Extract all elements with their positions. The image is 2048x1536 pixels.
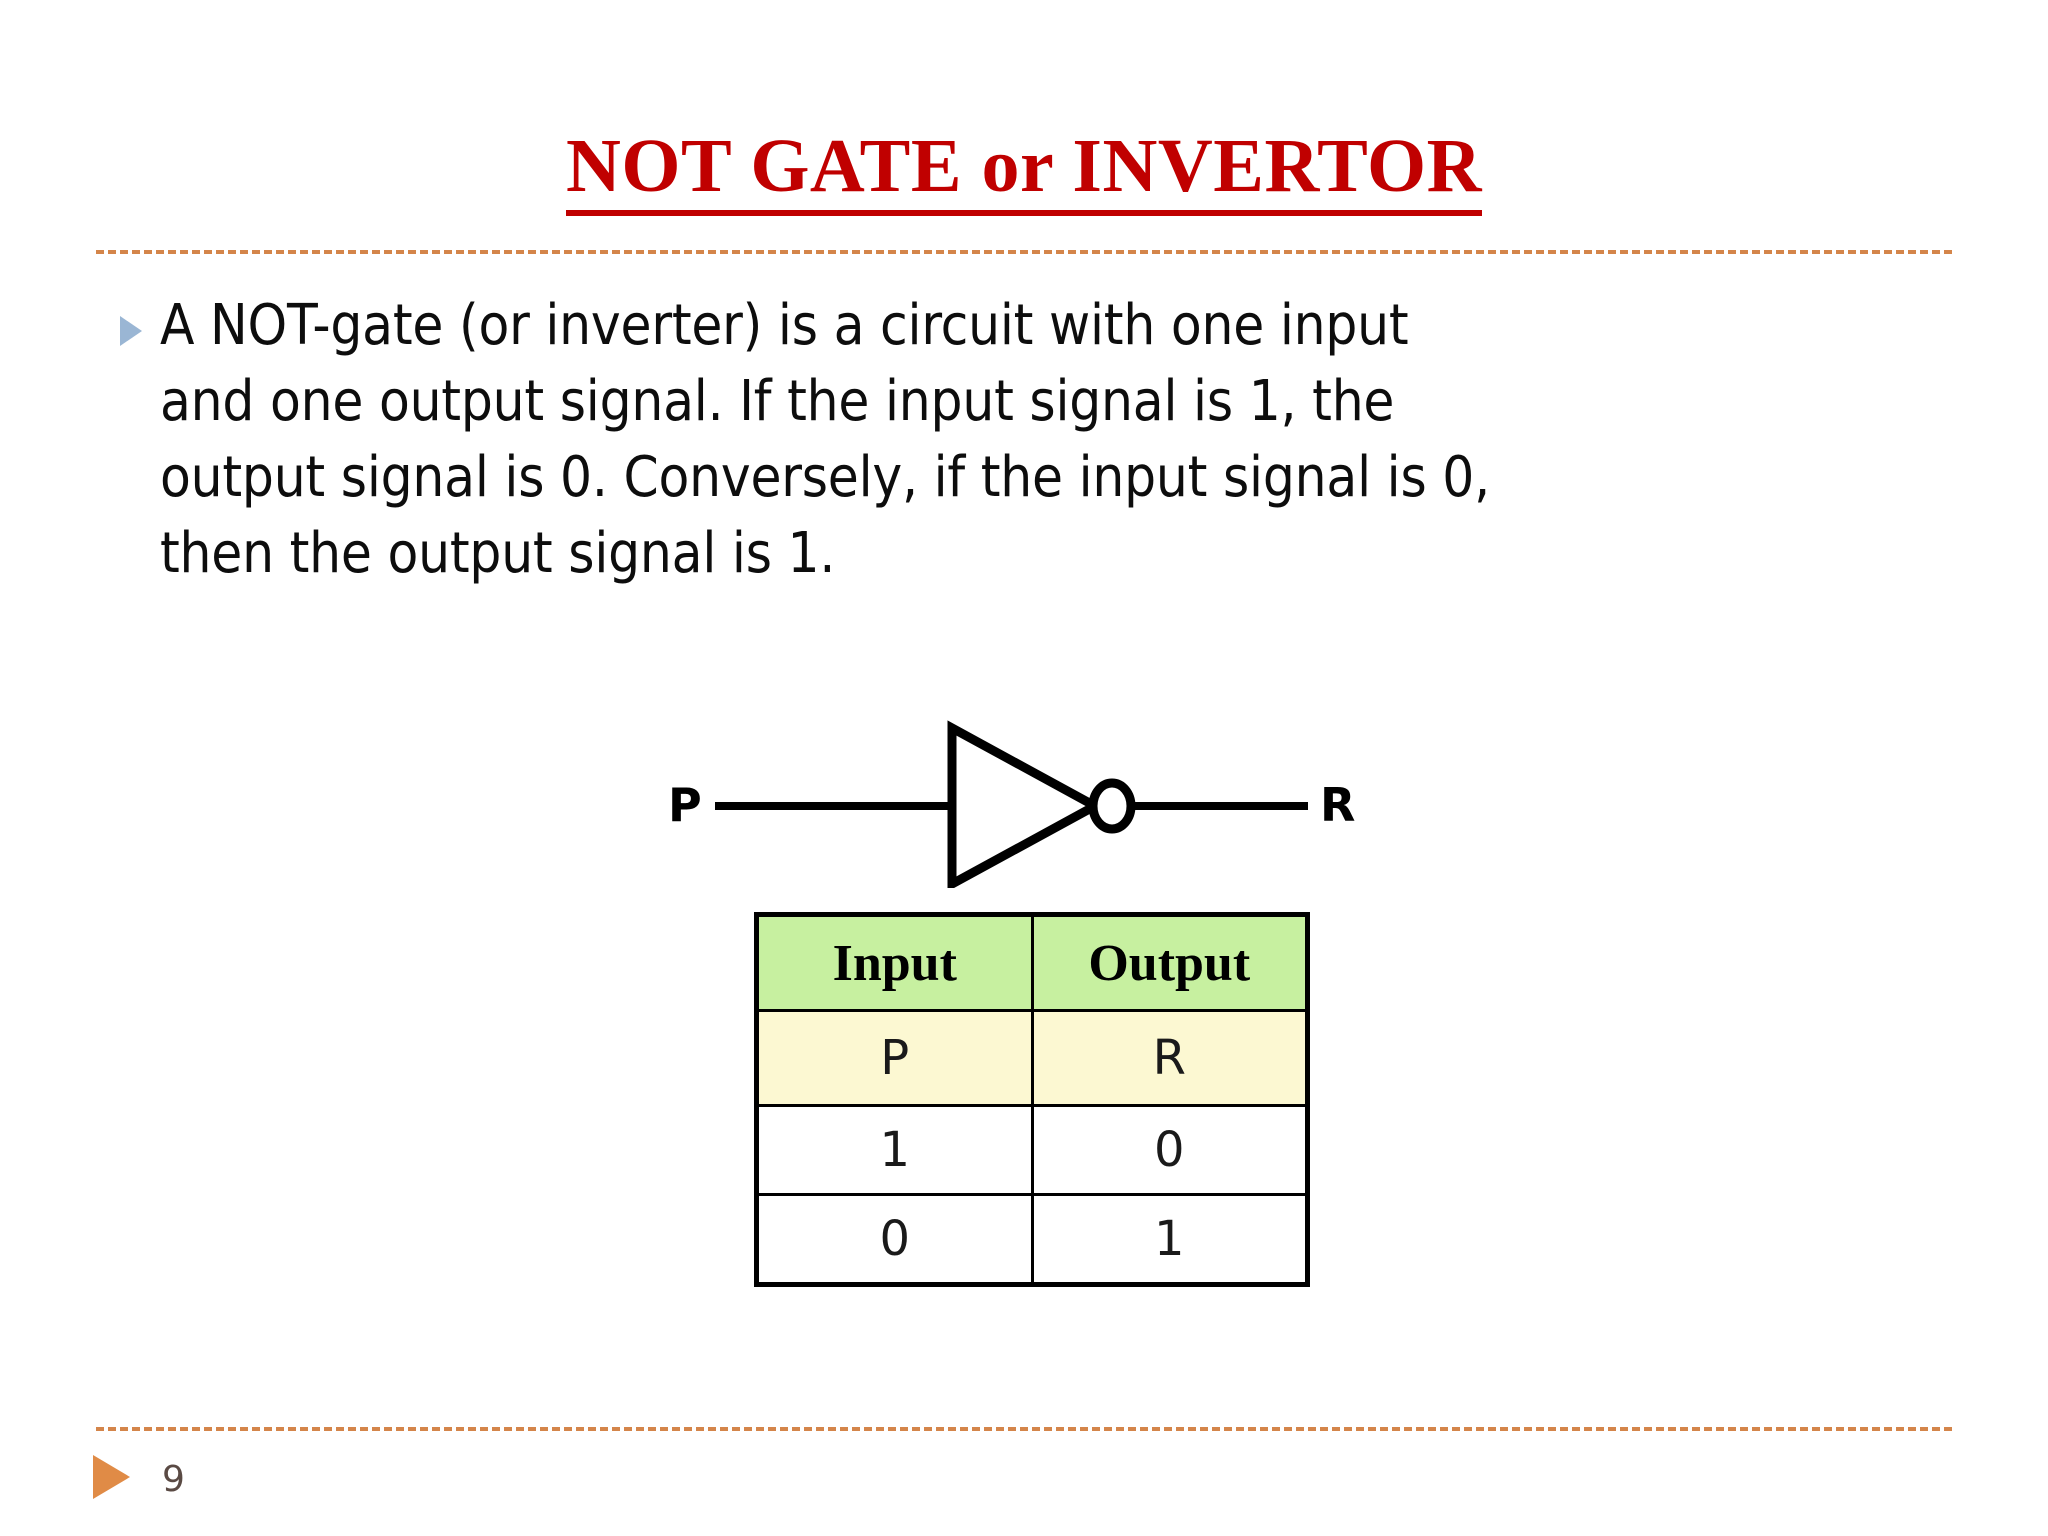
table-cell-output: 1 [1030,1193,1309,1286]
slide-footer: 9 [90,1452,185,1507]
table-cell-output: 0 [1030,1104,1309,1196]
table-header-row: Input Output [755,913,1309,1012]
table-variable-r: R [1030,1009,1309,1107]
table-row: 1 0 [755,1104,1309,1196]
inverter-triangle [947,720,1105,888]
table-cell-input: 0 [755,1193,1034,1286]
table-variable-row: P R [755,1009,1309,1107]
table-cell-input: 1 [755,1104,1034,1196]
footer-divider [96,1427,1952,1431]
bullet-list-item: A NOT-gate (or inverter) is a circuit wi… [118,288,1928,593]
not-gate-diagram: P R [660,718,1380,888]
triangle-right-icon [118,288,160,348]
header-divider [96,250,1952,254]
truth-table-container: Input Output P R 1 0 0 1 [754,912,1310,1287]
title-block: NOT GATE or INVERTOR [0,128,2048,216]
table-row: 0 1 [755,1193,1309,1286]
inversion-bubble [1088,778,1136,834]
page-number: 9 [162,1458,185,1500]
triangle-right-icon [90,1452,134,1507]
truth-table: Input Output P R 1 0 0 1 [754,912,1310,1287]
bullet-paragraph: A NOT-gate (or inverter) is a circuit wi… [160,293,1490,587]
gate-input-label-text: P [668,778,702,832]
table-variable-p: P [755,1009,1034,1107]
table-header-input: Input [755,913,1034,1012]
gate-output-label-text: R [1320,778,1355,832]
table-header-output: Output [1030,913,1309,1012]
page-title: NOT GATE or INVERTOR [566,128,1482,216]
